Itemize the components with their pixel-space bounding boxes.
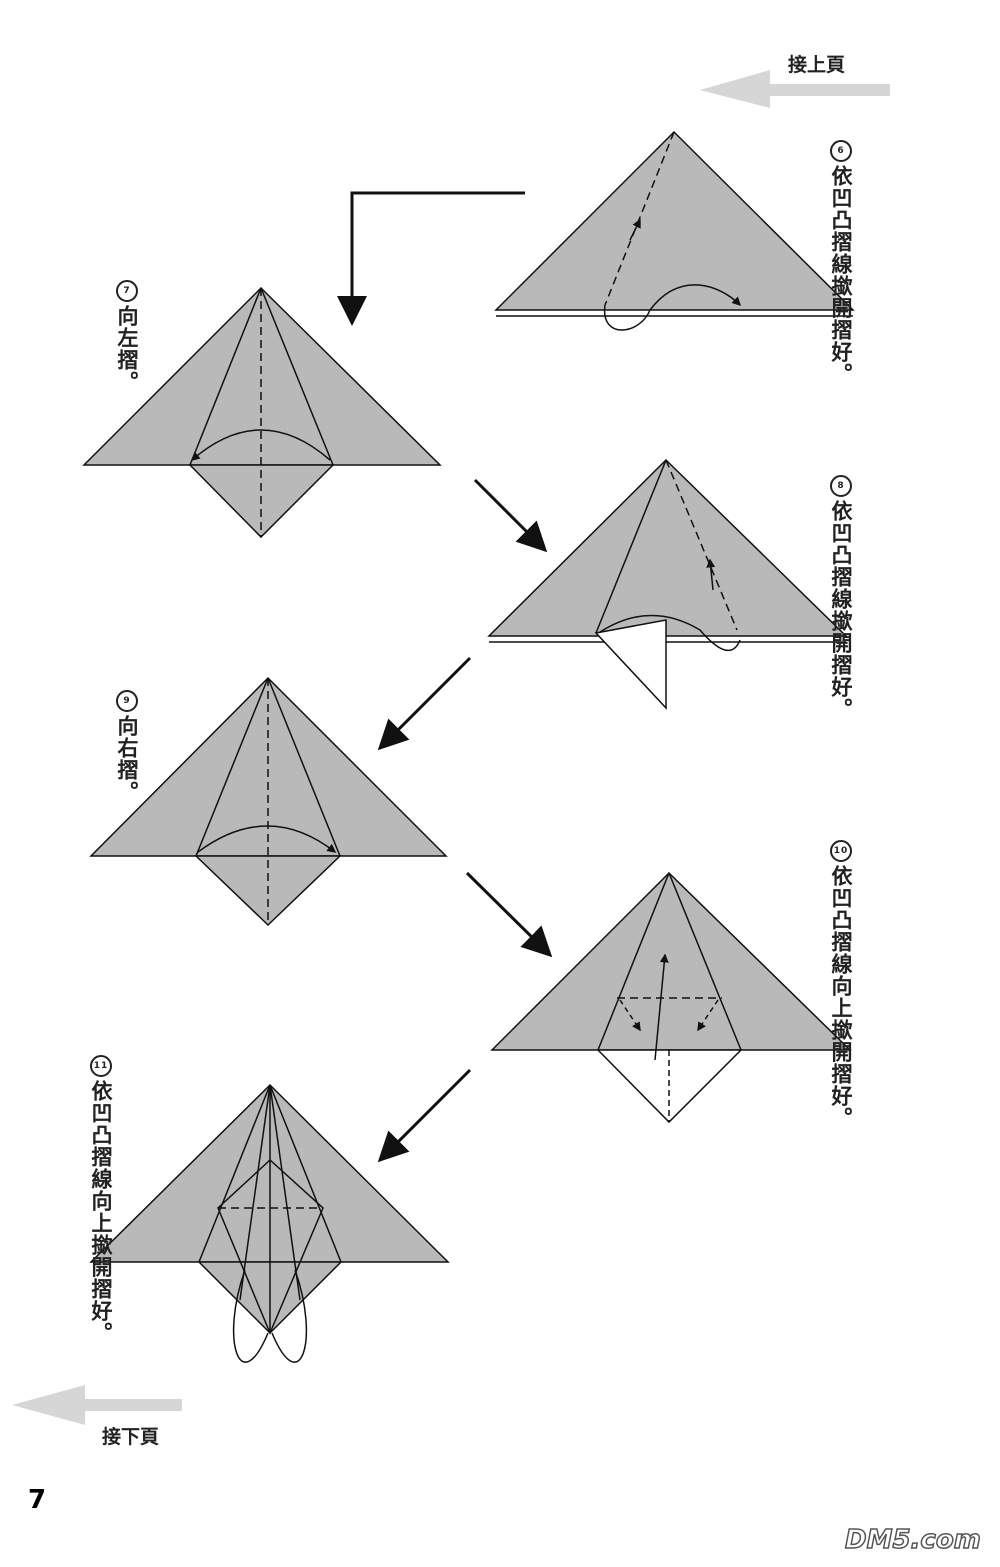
watermark-logo: DM5.com (844, 1524, 981, 1556)
step-7-instruction: 7向左摺。 (114, 280, 140, 393)
next-page-arrow-icon (12, 1385, 182, 1425)
step-11-instruction: 11依凹凸摺線向上撳開摺好。 (88, 1055, 114, 1344)
step-7-diagram (82, 286, 442, 539)
step-10-instruction: 10依凹凸摺線向上撳開摺好。 (828, 840, 854, 1129)
step-6-instruction: 6依凹凸摺線撳開摺好。 (828, 140, 854, 385)
prev-page-label[interactable]: 接上頁 (788, 54, 846, 76)
step-9-diagram (89, 676, 448, 927)
page-number: 7 (28, 1485, 47, 1515)
step-6-diagram (494, 130, 855, 331)
step-8-diagram (487, 458, 848, 710)
prev-page-arrow-icon (700, 70, 890, 108)
step-9-instruction: 9向右摺。 (114, 690, 140, 803)
step-10-diagram (490, 871, 852, 1124)
step-11-diagram (89, 1083, 450, 1363)
flow-arrows (337, 191, 553, 1163)
next-page-label[interactable]: 接下頁 (102, 1426, 160, 1448)
step-8-instruction: 8依凹凸摺線撳開摺好。 (828, 475, 854, 720)
